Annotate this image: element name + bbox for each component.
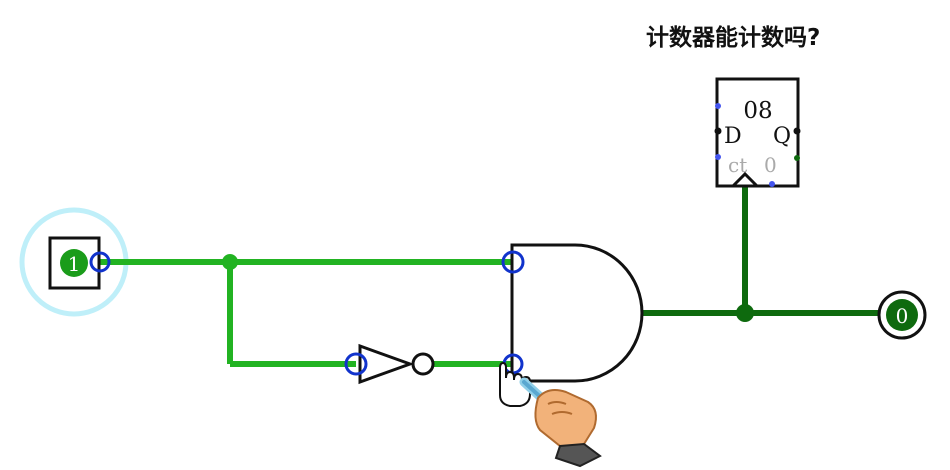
flipflop-port[interactable] (793, 127, 801, 135)
d-flipflop[interactable]: 08 D Q ct 0 (714, 77, 801, 188)
flipflop-port[interactable] (715, 154, 721, 160)
flipflop-ctrl-value: 0 (764, 153, 777, 177)
flipflop-label: 08 (743, 98, 772, 124)
flipflop-ctrl-label: ct (728, 153, 747, 177)
flipflop-d-label: D (724, 124, 742, 149)
wire-junction (736, 304, 754, 322)
not-gate-input-port[interactable] (344, 352, 368, 376)
hand-cursor-icon (519, 377, 602, 468)
flipflop-port[interactable] (714, 127, 722, 135)
flipflop-port[interactable] (715, 103, 721, 109)
input-pin-value: 1 (68, 252, 81, 276)
wire-junction (222, 254, 238, 270)
clock-triangle-icon (731, 171, 759, 188)
and-gate-input-port-a[interactable] (501, 250, 525, 274)
and-gate[interactable] (501, 243, 644, 383)
pointer-hand-icon (499, 361, 531, 407)
not-gate-bubble (411, 352, 435, 376)
input-pin[interactable]: 1 (48, 236, 111, 290)
flipflop-q-label: Q (773, 124, 791, 149)
output-pin[interactable]: 0 (877, 290, 927, 340)
not-gate[interactable] (344, 343, 435, 385)
input-pin-port[interactable] (89, 251, 111, 273)
flipflop-port[interactable] (769, 181, 775, 187)
flipflop-port[interactable] (794, 155, 800, 161)
page-title: 计数器能计数吗? (646, 25, 821, 51)
output-pin-value: 0 (896, 304, 909, 328)
